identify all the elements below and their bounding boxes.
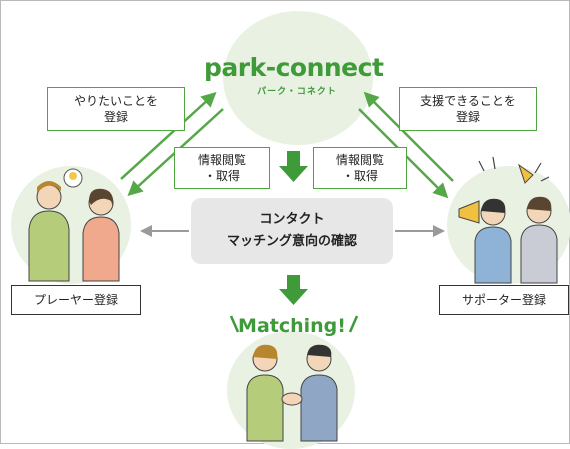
matching-title: Matching! — [238, 315, 346, 337]
contact-matching-box: コンタクト マッチング意向の確認 — [191, 198, 393, 264]
info-view-left-line1: 情報閲覧 — [197, 153, 246, 167]
player-illustration — [28, 181, 120, 282]
arrow-supporter-to-logo — [363, 91, 454, 182]
register-support-box: 支援できることを 登録 — [399, 87, 537, 131]
register-support-line2: 登録 — [455, 110, 480, 124]
arrow-player-to-logo — [120, 91, 217, 180]
logo-text: park-connect — [204, 53, 384, 82]
supporter-register-label: サポーター登録 — [439, 285, 569, 315]
contact-line: コンタクト — [259, 212, 325, 227]
down-arrow-bottom — [279, 275, 308, 305]
info-view-left-box: 情報閲覧 ・取得 — [174, 147, 270, 189]
matching-slash-left — [229, 315, 240, 333]
matching-slash-right — [348, 315, 359, 333]
register-wants-line2: 登録 — [103, 110, 128, 124]
register-wants-box: やりたいことを 登録 — [47, 87, 185, 131]
info-view-left-line2: ・取得 — [203, 169, 240, 183]
down-arrow-top — [279, 151, 308, 182]
logo-circle — [223, 11, 373, 145]
info-view-right-box: 情報閲覧 ・取得 — [313, 147, 407, 189]
register-support-line1: 支援できることを — [420, 94, 516, 108]
info-view-right-line1: 情報閲覧 — [335, 153, 384, 167]
logo-subtext: パーク・コネクト — [257, 87, 337, 97]
info-view-right-line2: ・取得 — [341, 169, 378, 183]
matching-intent-line: マッチング意向の確認 — [226, 234, 357, 249]
handshake-icon — [281, 392, 303, 406]
supporter-illustration — [458, 163, 558, 284]
matching-illustration — [246, 344, 338, 442]
register-wants-line1: やりたいことを — [73, 94, 158, 108]
player-register-label: プレーヤー登録 — [11, 285, 141, 315]
